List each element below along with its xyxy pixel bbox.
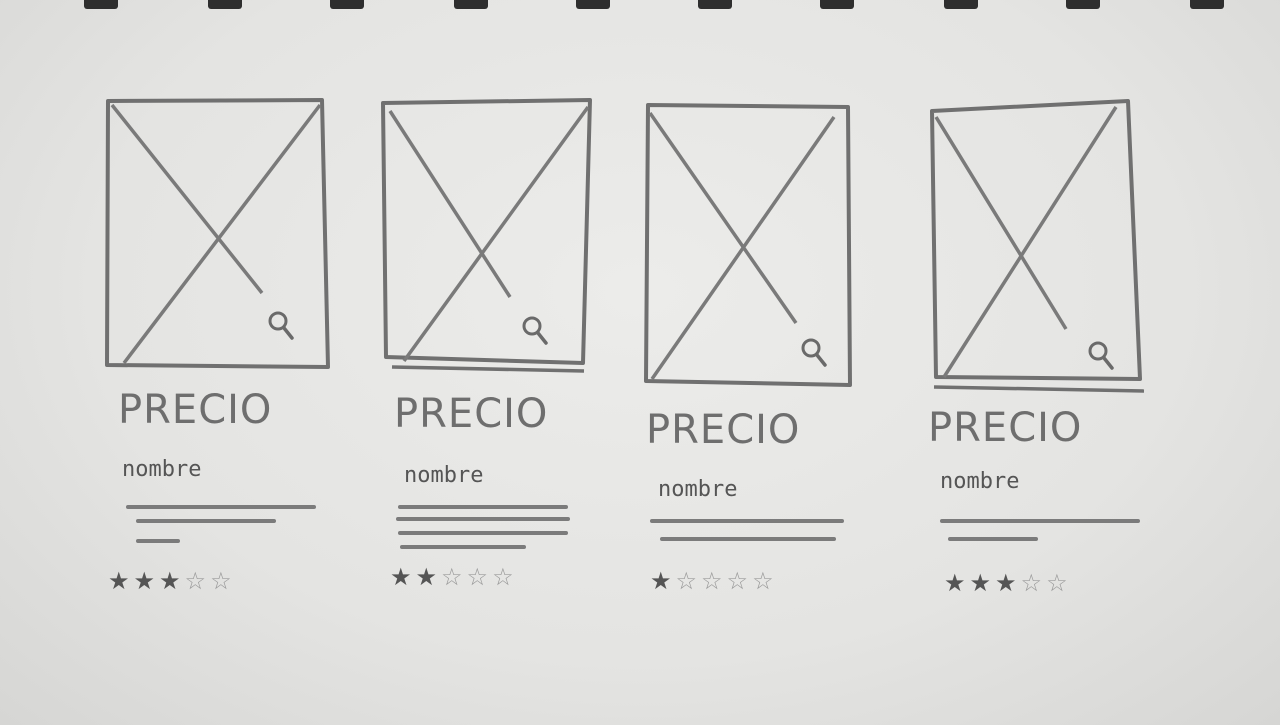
magnifier-icon[interactable] [268, 311, 294, 340]
binding-ring [576, 0, 610, 9]
star-empty-icon[interactable]: ☆ [1046, 569, 1068, 597]
image-placeholder[interactable] [378, 95, 618, 380]
star-filled-icon[interactable]: ★ [133, 567, 156, 595]
binding-ring [330, 0, 364, 9]
product-name[interactable]: nombre [940, 469, 1020, 494]
product-card[interactable]: PRECIO nombre ★☆☆☆☆ [638, 95, 878, 605]
product-price: PRECIO [646, 407, 801, 453]
product-price: PRECIO [394, 391, 549, 437]
star-rating[interactable]: ★☆☆☆☆ [650, 569, 774, 593]
star-filled-icon[interactable]: ★ [995, 569, 1017, 597]
star-rating[interactable]: ★★★☆☆ [108, 569, 232, 593]
star-filled-icon[interactable]: ★ [415, 563, 438, 591]
star-filled-icon[interactable]: ★ [969, 569, 992, 597]
product-card[interactable]: PRECIO nombre ★★☆☆☆ [378, 95, 618, 605]
notebook-binding [0, 0, 1280, 10]
star-filled-icon[interactable]: ★ [108, 567, 130, 595]
star-filled-icon[interactable]: ★ [390, 563, 412, 591]
star-empty-icon[interactable]: ☆ [466, 563, 489, 591]
star-empty-icon[interactable]: ☆ [184, 567, 207, 595]
star-filled-icon[interactable]: ★ [159, 567, 181, 595]
star-filled-icon[interactable]: ★ [650, 567, 672, 595]
binding-ring [1066, 0, 1100, 9]
binding-ring [1190, 0, 1224, 9]
binding-ring [820, 0, 854, 9]
star-empty-icon[interactable]: ☆ [726, 567, 749, 595]
product-price: PRECIO [928, 405, 1083, 451]
image-placeholder[interactable] [100, 95, 340, 380]
star-rating[interactable]: ★★★☆☆ [944, 571, 1068, 595]
magnifier-icon[interactable] [801, 338, 827, 367]
star-empty-icon[interactable]: ☆ [675, 567, 698, 595]
binding-ring [84, 0, 118, 9]
star-empty-icon[interactable]: ☆ [701, 567, 723, 595]
magnifier-icon[interactable] [1088, 341, 1114, 370]
image-placeholder[interactable] [924, 95, 1164, 395]
product-card[interactable]: PRECIO nombre ★★★☆☆ [924, 95, 1164, 605]
binding-ring [454, 0, 488, 9]
star-empty-icon[interactable]: ☆ [752, 567, 774, 595]
binding-ring [698, 0, 732, 9]
product-card[interactable]: PRECIO nombre ★★★☆☆ [100, 95, 340, 605]
star-rating[interactable]: ★★☆☆☆ [390, 565, 514, 589]
star-empty-icon[interactable]: ☆ [210, 567, 232, 595]
product-name[interactable]: nombre [404, 463, 484, 488]
binding-ring [208, 0, 242, 9]
product-name[interactable]: nombre [658, 477, 738, 502]
product-price: PRECIO [118, 387, 273, 433]
binding-ring [944, 0, 978, 9]
star-empty-icon[interactable]: ☆ [441, 563, 463, 591]
product-name[interactable]: nombre [122, 457, 202, 482]
star-filled-icon[interactable]: ★ [944, 569, 966, 597]
magnifier-icon[interactable] [522, 316, 548, 345]
star-empty-icon[interactable]: ☆ [492, 563, 514, 591]
image-placeholder[interactable] [638, 95, 878, 390]
star-empty-icon[interactable]: ☆ [1020, 569, 1043, 597]
